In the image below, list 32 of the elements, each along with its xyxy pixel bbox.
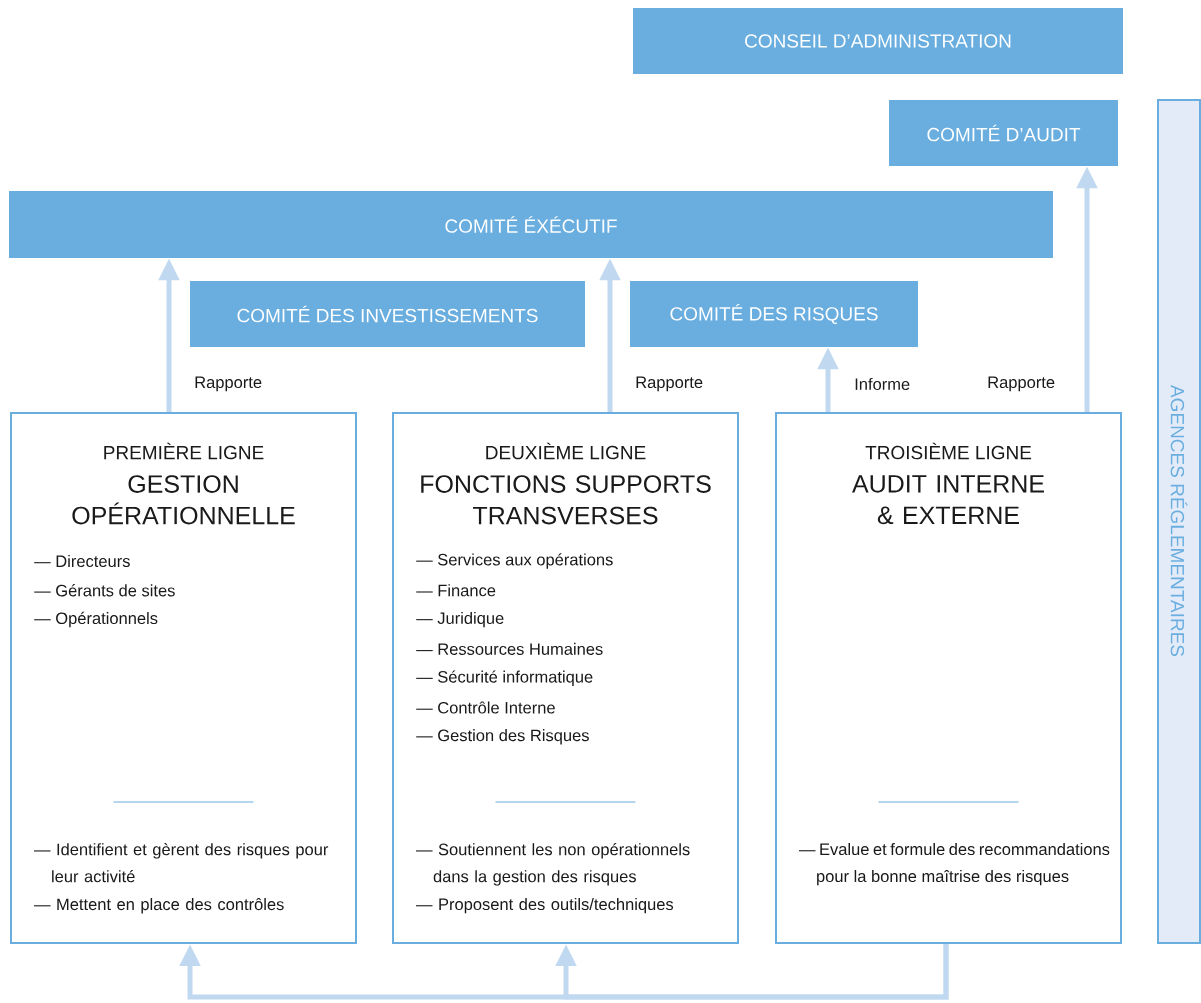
list-item: — Directeurs [34,554,130,568]
column-title: FONCTIONS SUPPORTS TRANSVERSES [421,475,711,525]
edge-label: Rapporte [634,375,705,393]
list-item: — Finance [416,584,496,597]
committee-box: CONSEIL D’ADMINISTRATION [633,8,1123,74]
list-item: — Services aux opérations [416,553,613,569]
edge-label: Rapporte [986,375,1057,393]
list-item: — Proposent des outils/techniques [416,898,674,914]
list-item: — Juridique [416,611,504,628]
column-heading: DEUXIÈME LIGNE [486,442,646,460]
list-item: — Gestion des Risques [416,729,589,745]
column-heading: PREMIÈRE LIGNE [104,442,264,460]
edge-label: Rapporte [193,375,264,393]
list-item: — Opérationnels [34,611,158,628]
list-item: — Identifient et gèrent des risques pour leur activité [34,843,329,883]
committee-box: COMITÉ DES RISQUES [630,281,918,347]
list-item: — Ressources Humaines [416,642,603,655]
committee-box: COMITÉ DES INVESTISSEMENTS [190,281,585,347]
list-item: — Contrôle Interne [416,701,555,714]
list-item: — Mettent en place des contrôles [34,898,284,914]
side-band: AGENCES RÉGLEMENTAIRES [1157,99,1201,944]
committee-box: COMITÉ D’AUDIT [889,100,1118,166]
list-item: — Sécurité informatique [416,670,593,686]
edge-label: Informe [853,376,912,392]
list-item: — Gérants de sites [34,584,175,597]
committee-box: COMITÉ ÉXÉCUTIF [9,191,1053,258]
list-item: — Evalue et formule des recommandations pour la bonne maîtrise des risques [799,843,1110,886]
arrow [555,944,949,1000]
column-title: GESTION OPÉRATIONNELLE [72,475,295,525]
column-heading: TROISIÈME LIGNE [865,442,1032,460]
list-item: — Soutiennent les non opérationnels dans la gestion des risques [416,843,690,886]
column-title: AUDIT INTERNE & EXTERNE [852,475,1044,525]
